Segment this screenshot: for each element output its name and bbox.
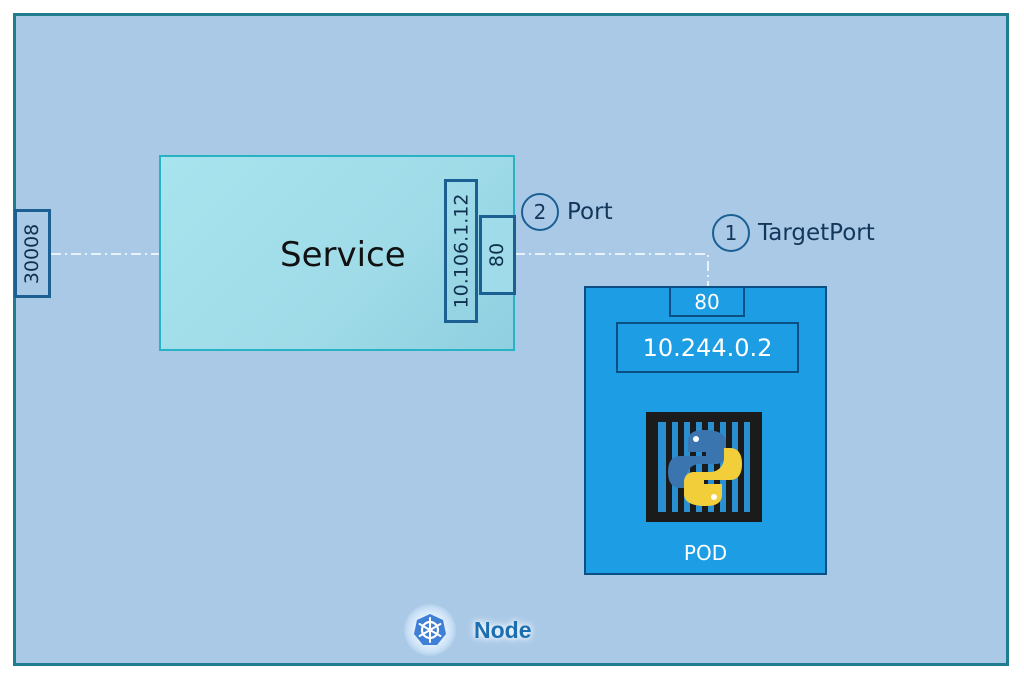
pod-ip: 10.244.0.2 bbox=[642, 333, 773, 362]
service-cluster-ip-box: 10.106.1.12 bbox=[444, 179, 478, 323]
port-callout: 2 Port bbox=[521, 193, 613, 231]
kubernetes-icon bbox=[404, 604, 456, 656]
pod-port: 80 bbox=[694, 289, 720, 314]
service-cluster-ip: 10.106.1.12 bbox=[450, 193, 473, 309]
node-port-label: 30008 bbox=[21, 223, 44, 284]
port-callout-number: 2 bbox=[521, 193, 559, 231]
pod-ip-box: 10.244.0.2 bbox=[616, 322, 799, 373]
node-label: Node bbox=[474, 616, 532, 643]
node-label-group: Node bbox=[404, 604, 532, 656]
service-box: Service 10.106.1.12 80 bbox=[159, 155, 516, 351]
pod-label: POD bbox=[683, 541, 728, 565]
target-port-callout-number: 1 bbox=[712, 214, 750, 252]
port-callout-label: Port bbox=[567, 199, 613, 225]
node-port-box: 30008 bbox=[14, 209, 51, 298]
python-logo-icon bbox=[646, 412, 762, 522]
service-port-box: 80 bbox=[479, 215, 516, 295]
target-port-callout: 1 TargetPort bbox=[712, 214, 875, 252]
service-port: 80 bbox=[486, 242, 509, 268]
pod-port-box: 80 bbox=[669, 286, 745, 317]
target-port-callout-label: TargetPort bbox=[758, 220, 875, 246]
pod-box: 80 10.244.0.2 POD bbox=[584, 286, 827, 575]
container-icon bbox=[646, 412, 762, 522]
service-label: Service bbox=[280, 235, 406, 275]
